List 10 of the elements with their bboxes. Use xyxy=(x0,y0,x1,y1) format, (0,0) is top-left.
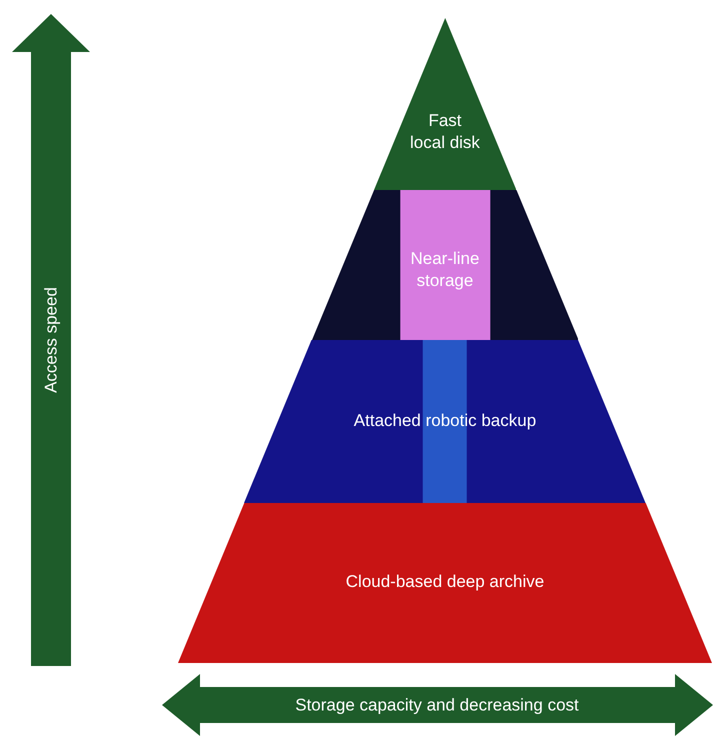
layer-label: Fast local disk xyxy=(410,110,480,154)
axis-label: Access speed xyxy=(40,287,62,393)
layer-label: Near-line storage xyxy=(409,248,480,292)
layer-label: Attached robotic backup xyxy=(352,410,538,432)
axis-label: Storage capacity and decreasing cost xyxy=(295,694,579,716)
pyramid-layer xyxy=(312,190,578,340)
pyramid-base-layer xyxy=(178,503,712,663)
pyramid-top-layer xyxy=(374,18,516,190)
layer-label: Cloud-based deep archive xyxy=(344,571,546,593)
pyramid-layer xyxy=(244,340,646,503)
